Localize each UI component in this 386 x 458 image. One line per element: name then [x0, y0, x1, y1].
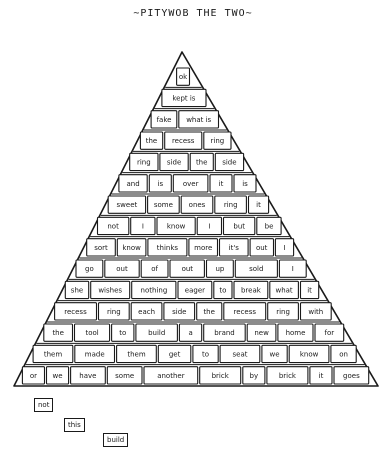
brick-word: thinks	[157, 244, 179, 252]
brick-word: she	[71, 287, 83, 295]
brick-word: to	[202, 351, 209, 359]
brick-word: break	[241, 287, 262, 295]
brick-word: it	[319, 372, 324, 380]
brick-word: brick	[212, 372, 230, 380]
brick-word: recess	[172, 137, 195, 145]
brick-word: get	[169, 351, 181, 359]
brick-word: I	[283, 244, 285, 252]
brick-word: seat	[233, 351, 248, 359]
brick-word: tool	[85, 329, 98, 337]
brick-word: ok	[179, 73, 188, 81]
brick-word: it	[256, 201, 261, 209]
brick-word: we	[269, 351, 279, 359]
brick-word: kept is	[172, 95, 195, 103]
brick-word: know	[300, 351, 319, 359]
brick-word: ring	[276, 308, 290, 316]
brick-word: recess	[234, 308, 257, 316]
brick-word: on	[339, 351, 348, 359]
brick-word: not	[107, 223, 119, 231]
brick-word: a	[188, 329, 192, 337]
tail-word-box: this	[64, 418, 85, 432]
brick-word: the	[196, 159, 208, 167]
brick-word: I	[292, 265, 294, 273]
brick-word: new	[254, 329, 269, 337]
brick-word: sort	[94, 244, 108, 252]
brick-word: brand	[214, 329, 235, 337]
brick-word: to	[119, 329, 126, 337]
brick-word: what	[275, 287, 292, 295]
brick-word: for	[324, 329, 334, 337]
brick-word: nothing	[141, 287, 168, 295]
brick-word: ones	[189, 201, 206, 209]
brick-word: of	[151, 265, 158, 273]
brick-word: some	[115, 372, 134, 380]
brick-word: sweet	[117, 201, 138, 209]
brick-word: the	[203, 308, 215, 316]
brick-word: out	[256, 244, 268, 252]
brick-word: out	[182, 265, 194, 273]
brick-word: is	[158, 180, 164, 188]
tail-word-box: build	[103, 433, 128, 447]
brick-word: is	[242, 180, 248, 188]
brick-word: them	[127, 351, 145, 359]
brick-word: be	[265, 223, 274, 231]
brick-word: some	[154, 201, 173, 209]
brick-word: ring	[224, 201, 238, 209]
brick-word: more	[194, 244, 212, 252]
brick-word: what is	[186, 116, 211, 124]
brick-word: recess	[64, 308, 87, 316]
brick-word: out	[116, 265, 128, 273]
brick-word: brick	[279, 372, 297, 380]
brick-word: sold	[249, 265, 263, 273]
brick-word: goes	[343, 372, 360, 380]
brick-word: go	[85, 265, 94, 273]
brick-word: the	[52, 329, 64, 337]
brick-word: it	[307, 287, 312, 295]
brick-word: each	[138, 308, 155, 316]
brick-word: I	[142, 223, 144, 231]
brick-word: ring	[107, 308, 121, 316]
brick-word: with	[308, 308, 323, 316]
brick-word: fake	[157, 116, 172, 124]
brick-word: over	[183, 180, 199, 188]
brick-word: wishes	[98, 287, 122, 295]
brick-word: made	[85, 351, 105, 359]
brick-word: by	[250, 372, 259, 380]
brick-word: but	[233, 223, 245, 231]
brick-word: ring	[137, 159, 151, 167]
brick-word: to	[219, 287, 226, 295]
brick-word: build	[148, 329, 165, 337]
brick-word: another	[157, 372, 184, 380]
brick-word: we	[52, 372, 62, 380]
brick-word: have	[79, 372, 96, 380]
brick-word: home	[286, 329, 306, 337]
brick-word: I	[208, 223, 210, 231]
brick-word: eager	[185, 287, 205, 295]
brick-word: know	[122, 244, 141, 252]
brick-word: up	[215, 265, 224, 273]
brick-word: ring	[211, 137, 225, 145]
brick-word: know	[167, 223, 186, 231]
brick-word: them	[44, 351, 62, 359]
brick-word: it	[219, 180, 224, 188]
brick-word: side	[172, 308, 186, 316]
brick-word: it's	[229, 244, 240, 252]
brick-word: and	[127, 180, 140, 188]
brick-word: or	[30, 372, 37, 380]
brick-word: the	[146, 137, 158, 145]
brick-word: side	[222, 159, 236, 167]
tail-word-box: not	[34, 398, 53, 412]
brick-word: side	[167, 159, 181, 167]
